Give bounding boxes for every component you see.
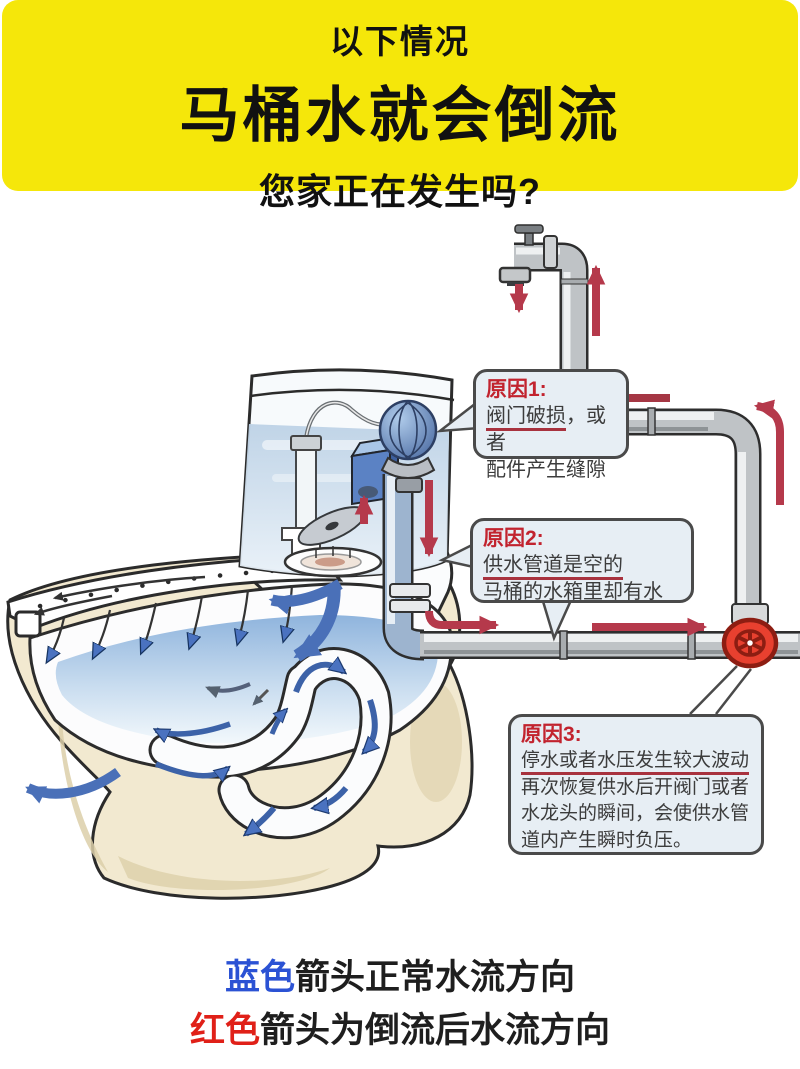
reason-3-line-4: 道内产生瞬时负压。 xyxy=(521,829,693,851)
body-shading-bottom xyxy=(118,856,330,891)
reason-3-line-1: 停水或者水压发生较大波动 xyxy=(521,748,751,775)
red-arrow-pipe-right-1 xyxy=(425,610,500,635)
pipe-joint xyxy=(687,630,696,660)
reason-2-line-1: 供水管道是空的 xyxy=(483,552,681,580)
faucet-icon xyxy=(498,224,558,286)
reason-1-callout: 原因1: 阀门破损，或者 配件产生缝隙 xyxy=(473,369,629,481)
legend-line-blue: 蓝色箭头正常水流方向 xyxy=(224,958,576,997)
pipe-flange xyxy=(389,583,431,598)
faucet-bonnet xyxy=(543,235,558,269)
reason-2-callout: 原因2: 供水管道是空的 马桶的水箱里却有水 xyxy=(470,518,694,603)
reason-3-line-2: 再次恢复供水后开阀门或者 xyxy=(521,776,750,798)
pipe-joint xyxy=(647,407,656,436)
red-arrow-elbow-up xyxy=(753,399,784,505)
header-banner: 以下情况 马桶水就会倒流 您家正在发生吗? xyxy=(2,0,798,212)
reason-3-line-3: 水龙头的瞬间，会使供水管 xyxy=(521,803,750,824)
header-subtitle-bottom: 您家正在发生吗? xyxy=(259,171,541,212)
reason-2-line-2: 马桶的水箱里却有水 xyxy=(483,581,663,603)
red-arrow-bar xyxy=(626,394,670,402)
pipe-joint xyxy=(560,278,589,285)
faucet-handle xyxy=(514,224,544,234)
faucet-spout xyxy=(498,266,532,284)
red-backflow-arrows xyxy=(354,264,784,637)
reason-3-callout: 原因3: 停水或者水压发生较大波动 再次恢复供水后开阀门或者 水龙头的瞬间，会使… xyxy=(508,714,764,855)
page-title: 马桶水就会倒流 xyxy=(179,82,621,149)
reason-1-line-1: 阀门破损，或者 xyxy=(486,405,606,454)
bowl-interior xyxy=(28,582,453,774)
reason-1-line-2: 配件产生缝隙 xyxy=(486,459,606,481)
supply-pipes xyxy=(420,242,800,660)
reason-2-title: 原因2: xyxy=(483,527,544,550)
pipe-flange xyxy=(389,599,431,613)
rim-flow-arrow xyxy=(33,594,113,616)
rim-cross-section xyxy=(14,610,42,638)
bowl-rim xyxy=(6,554,344,638)
blue-flow-arrows xyxy=(25,579,375,834)
rim-flow-arrow xyxy=(52,575,206,601)
valve-wheel-icon xyxy=(689,603,779,715)
reason-3-title: 原因3: xyxy=(521,723,582,746)
fill-valve xyxy=(378,399,438,661)
pipe-joint xyxy=(559,630,568,660)
legend-line-red: 红色箭头为倒流后水流方向 xyxy=(189,1011,611,1050)
arrow-color-legend: 蓝色箭头正常水流方向 红色箭头为倒流后水流方向 xyxy=(0,951,800,1057)
tank-lid-line xyxy=(249,388,455,402)
flush-valve-seat xyxy=(283,546,383,578)
header-subtitle-top: 以下情况 xyxy=(330,23,470,60)
reason-1-title: 原因1: xyxy=(486,378,547,401)
fill-valve-bulb xyxy=(378,399,438,461)
callout-tails xyxy=(435,397,574,642)
valve-pointer-lines xyxy=(689,665,752,715)
